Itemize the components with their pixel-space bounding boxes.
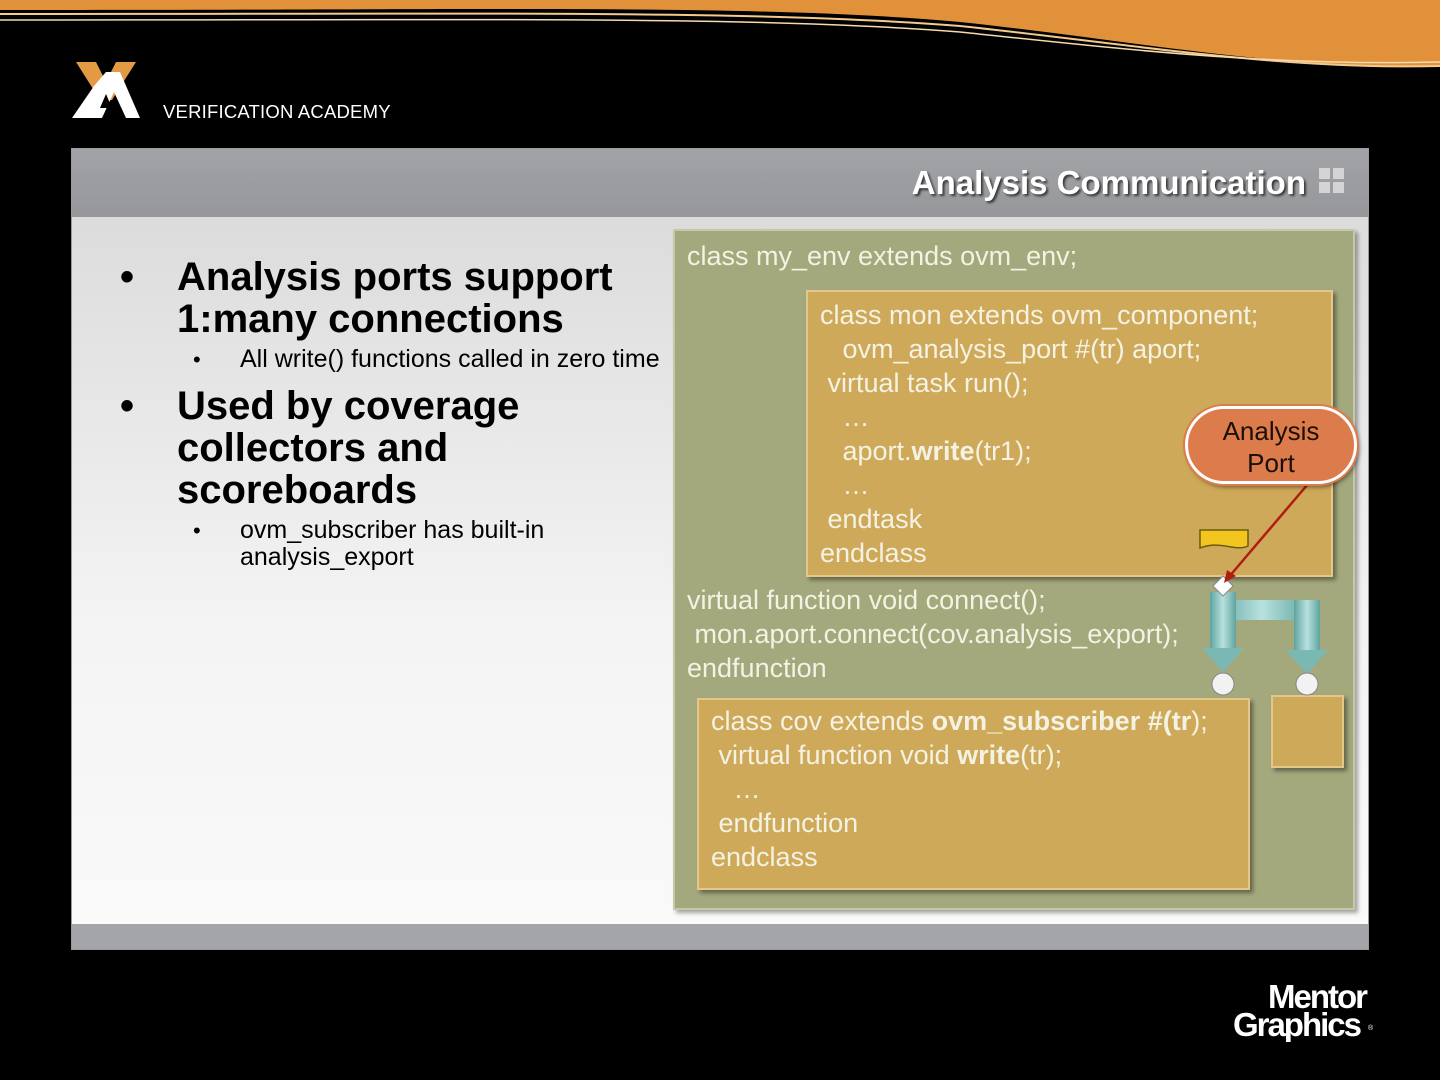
- slide-title: Analysis Communication: [911, 164, 1306, 201]
- brand-name: VERIFICATION ACADEMY: [163, 101, 391, 122]
- code-line: endclass: [820, 538, 927, 568]
- code-line: endfunction: [687, 653, 827, 683]
- svg-text:Graphics: Graphics: [1233, 1006, 1361, 1042]
- callout-line: Port: [1247, 448, 1295, 478]
- code-line: …: [820, 402, 870, 432]
- callout-line: Analysis: [1222, 416, 1320, 446]
- grid-icon: [1319, 168, 1344, 193]
- code-line: endtask: [820, 504, 923, 534]
- bullet-list: Analysis ports support 1:many connection…: [120, 256, 665, 571]
- env-open-line: class my_env extends ovm_env;: [687, 241, 1078, 271]
- sub-bullet-item: All write() functions called in zero tim…: [120, 346, 665, 374]
- code-line: aport.write(tr1);: [820, 436, 1032, 466]
- svg-text:Mentor: Mentor: [1268, 982, 1368, 1015]
- code-line: class cov extends ovm_subscriber #(tr);: [711, 706, 1208, 736]
- env-class-box: class my_env extends ovm_env; class mon …: [673, 229, 1355, 910]
- slide-bottom-bar: [72, 924, 1368, 949]
- code-line: class mon extends ovm_component;: [820, 300, 1259, 330]
- bullet-item: Used by coverage collectors and scoreboa…: [120, 385, 665, 511]
- code-line: endfunction: [711, 808, 859, 838]
- code-line: virtual function void write(tr);: [711, 740, 1063, 770]
- mentor-graphics-logo: Mentor Graphics ®: [1233, 982, 1373, 1042]
- code-line: mon.aport.connect(cov.analysis_export);: [687, 619, 1179, 649]
- svg-text:®: ®: [1368, 1024, 1373, 1032]
- header-swoosh: [0, 0, 1440, 68]
- code-line: ovm_analysis_port #(tr) aport;: [820, 334, 1202, 364]
- code-line: endclass: [711, 842, 818, 872]
- title-bar: Analysis Communication: [72, 149, 1368, 217]
- code-line: virtual function void connect();: [687, 585, 1046, 615]
- analysis-port-callout: Analysis Port: [1185, 406, 1357, 484]
- verification-academy-logo: [72, 62, 140, 118]
- analysis-connection-diagram: [1199, 483, 1328, 696]
- sub-bullet-item: ovm_subscriber has built-in analysis_exp…: [120, 517, 665, 571]
- scoreboard-box: [1271, 695, 1344, 768]
- bullet-item: Analysis ports support 1:many connection…: [120, 256, 665, 340]
- code-line: …: [820, 470, 870, 500]
- code-line: virtual task run();: [820, 368, 1029, 398]
- code-line: …: [711, 774, 761, 804]
- cov-class-box: class cov extends ovm_subscriber #(tr); …: [697, 698, 1250, 890]
